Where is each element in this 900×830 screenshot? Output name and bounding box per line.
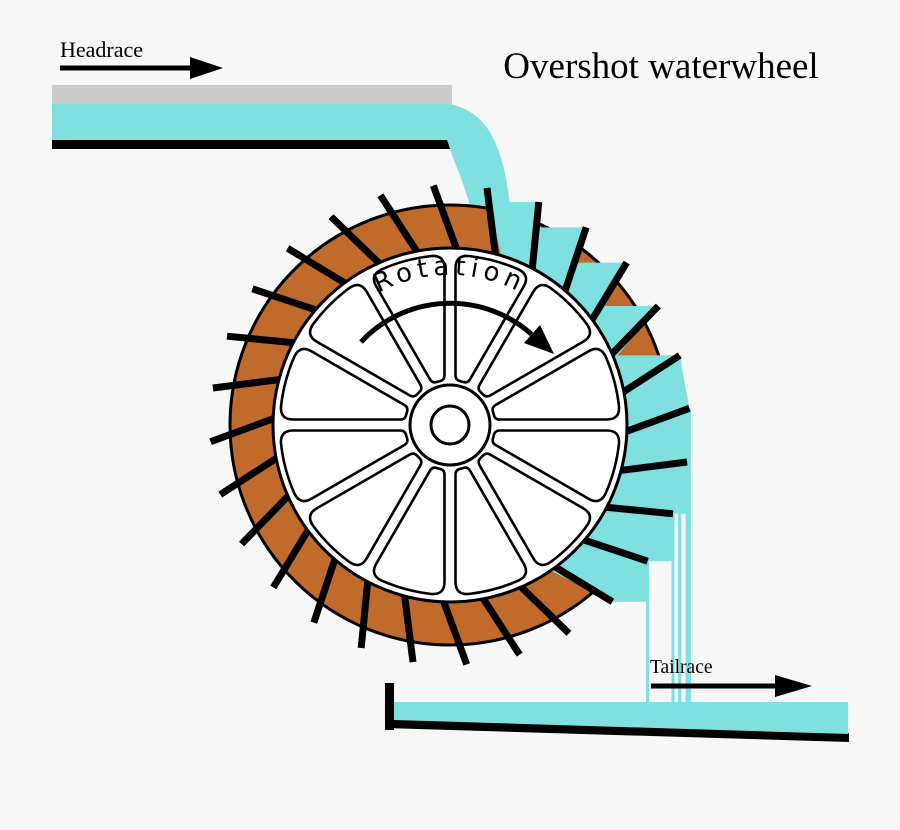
hub-axle [429,404,471,446]
wheel-sector [454,254,528,384]
rotation-arrow-arc [359,300,534,344]
rotation-arrow-icon [524,325,554,354]
water-bucket [600,462,688,514]
wheel-sector [454,466,528,596]
tailrace-arrow-icon [775,675,812,697]
water-spout [447,104,512,232]
tailrace-water [394,702,848,734]
wheel-sector [308,283,423,398]
wheel-sector [491,347,621,421]
headrace-flume [52,85,512,232]
headrace-water [52,104,450,140]
wheel-sector [372,466,446,596]
tailrace-channel [385,683,849,742]
wheel-sector [279,429,409,503]
wheel-sector [491,429,621,503]
water-bucket [547,543,648,602]
wheel-sector [279,347,409,421]
tailrace-label-group: Tailrace [650,657,812,697]
headrace-label-group: Headrace [60,37,223,79]
tailrace-label: Tailrace [650,657,713,678]
water-bucket [616,408,690,477]
flume-cover [52,85,452,105]
wheel-sector [477,452,592,567]
water-bucket [622,355,690,439]
tailrace-wall [385,683,394,730]
wheel-sectors [279,254,621,596]
tailrace-floor [385,719,849,742]
headrace-label: Headrace [60,37,143,62]
flume-floor [52,140,450,149]
water-bucket [488,202,539,275]
wheel-sector [372,254,446,384]
wheel-sector [308,452,423,567]
headrace-arrow-icon [190,57,223,79]
wheel-sector [477,283,592,398]
page-title: Overshot waterwheel [503,46,818,87]
